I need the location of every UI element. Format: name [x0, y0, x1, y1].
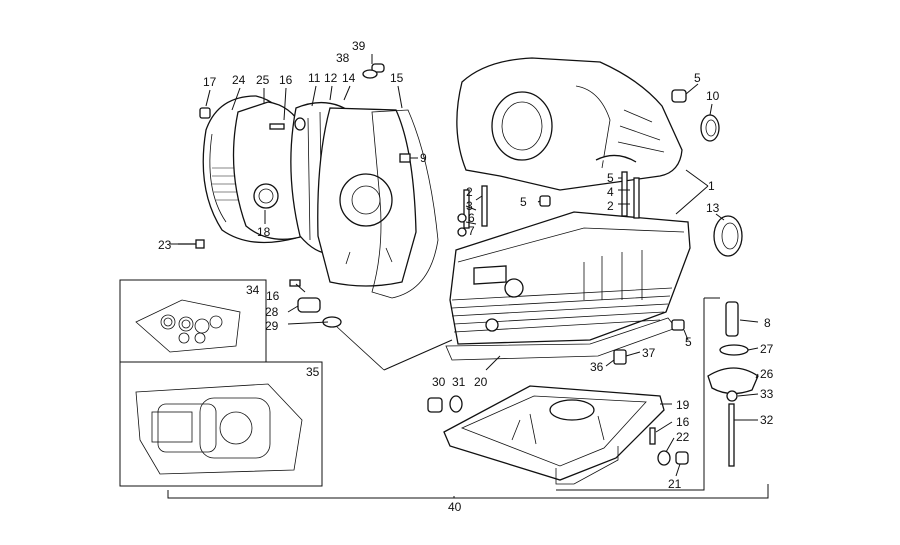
label-36: 36 — [590, 360, 604, 374]
label-39: 39 — [352, 39, 366, 53]
label-7: 7 — [468, 224, 475, 238]
label-37: 37 — [642, 346, 656, 360]
label-29: 29 — [265, 319, 279, 333]
label-5-top: 5 — [694, 71, 701, 85]
label-5-mid-left: 5 — [520, 195, 527, 209]
small-parts-misc — [178, 63, 685, 445]
label-26: 26 — [760, 367, 774, 381]
label-5-bottom: 5 — [685, 335, 692, 349]
label-24: 24 — [232, 73, 246, 87]
bushing-5-top — [671, 89, 687, 103]
label-11: 11 — [308, 71, 321, 85]
label-32: 32 — [760, 413, 774, 427]
oil-sump — [443, 385, 665, 485]
label-5-mid-right: 5 — [607, 171, 614, 185]
label-40: 40 — [448, 500, 462, 514]
label-16-mid: 16 — [266, 289, 280, 303]
filter-assembly-26-27-33-32-8 — [707, 301, 759, 467]
label-25: 25 — [256, 73, 270, 87]
label-30: 30 — [432, 375, 446, 389]
studs-2-3-4 — [457, 171, 640, 237]
label-34: 34 — [246, 283, 260, 297]
timing-case-15 — [317, 107, 417, 287]
label-21: 21 — [668, 477, 682, 491]
plugs-30-31 — [427, 395, 463, 413]
label-16-top: 16 — [279, 73, 293, 87]
label-31: 31 — [452, 375, 466, 389]
lower-crankcase — [449, 211, 691, 345]
label-38: 38 — [336, 51, 350, 65]
label-33: 33 — [760, 387, 774, 401]
label-6: 6 — [468, 211, 475, 225]
label-4: 4 — [607, 185, 614, 199]
label-10: 10 — [706, 89, 720, 103]
label-35: 35 — [306, 365, 320, 379]
label-14: 14 — [342, 71, 356, 85]
label-16-bottom: 16 — [676, 415, 690, 429]
gasket-kit-box-35 — [119, 361, 323, 487]
seal-10 — [700, 114, 720, 142]
label-22: 22 — [676, 430, 690, 444]
breather-28-29 — [297, 297, 385, 371]
seal-13 — [713, 215, 743, 257]
label-3: 3 — [466, 199, 473, 213]
label-2-left: 2 — [466, 185, 473, 199]
label-17: 17 — [203, 75, 217, 89]
gasket-15 — [371, 109, 439, 299]
label-9: 9 — [420, 151, 427, 165]
label-18: 18 — [257, 225, 271, 239]
label-28: 28 — [265, 305, 279, 319]
drain-plug-21-22 — [657, 450, 689, 466]
label-20: 20 — [474, 375, 488, 389]
leader-lines — [167, 54, 769, 499]
gasket-kit-box-34 — [119, 279, 267, 363]
label-8: 8 — [764, 316, 771, 330]
label-15: 15 — [390, 71, 404, 85]
label-19: 19 — [676, 398, 690, 412]
label-23: 23 — [158, 238, 172, 252]
label-1: 1 — [708, 179, 715, 193]
part-number-labels: 17 24 25 16 11 12 14 15 38 39 9 18 23 34… — [158, 39, 774, 514]
label-2-right: 2 — [607, 199, 614, 213]
label-13: 13 — [706, 201, 720, 215]
label-12: 12 — [324, 71, 338, 85]
label-27: 27 — [760, 342, 774, 356]
upper-crankcase — [456, 57, 683, 191]
